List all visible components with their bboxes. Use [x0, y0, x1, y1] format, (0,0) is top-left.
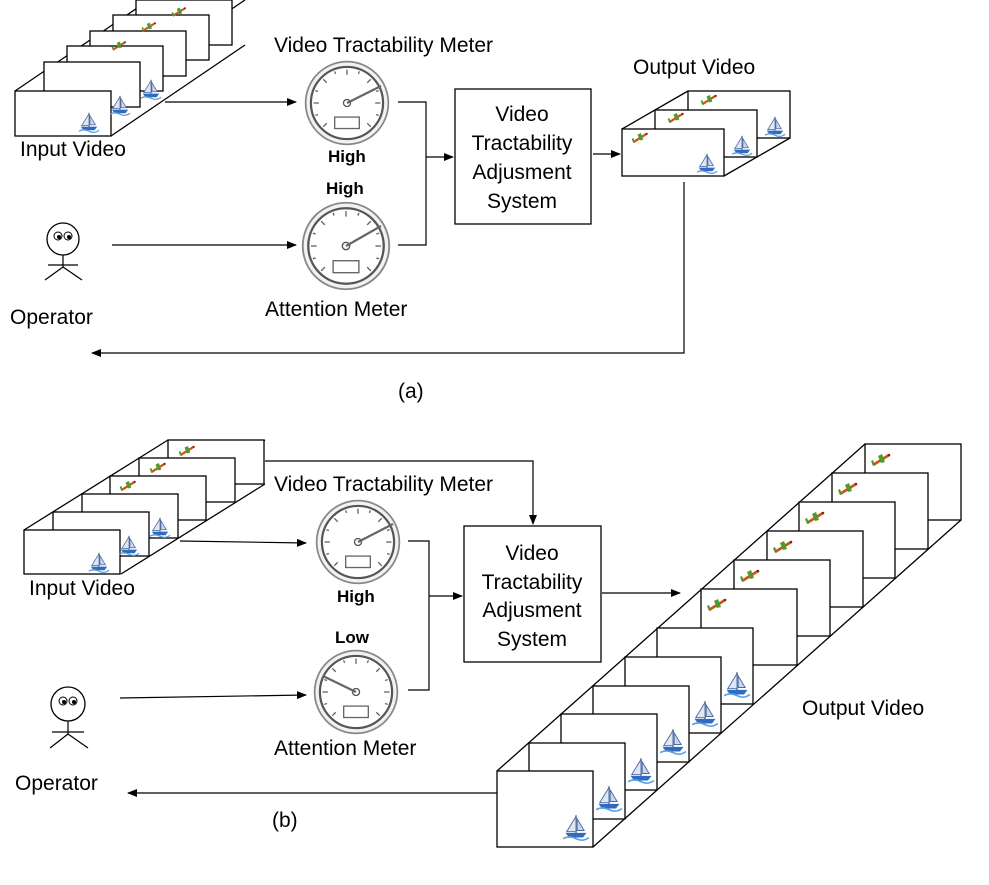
system-line-2: Tractability: [472, 132, 573, 155]
system-line-3: Adjusment: [472, 161, 571, 184]
adjustment-system-box: [463, 525, 602, 663]
input-video-stack: [14, 0, 246, 137]
input-video-label: Input Video: [20, 138, 126, 161]
system-line-4: System: [487, 190, 557, 213]
output-video-label: Output Video: [633, 56, 755, 79]
panel-a: Input Video Video Tractability Meter Hig…: [10, 0, 791, 403]
system-line-1: Video: [495, 103, 548, 126]
tractability-level: High: [328, 147, 366, 166]
tractability-meter-label: Video Tractability Meter: [274, 473, 493, 496]
attention-level: High: [326, 179, 364, 198]
operator-icon: [49, 686, 89, 749]
caption-a: (a): [398, 380, 424, 403]
operator-label: Operator: [10, 306, 93, 329]
system-line-1: Video: [505, 542, 558, 565]
operator-label: Operator: [15, 772, 98, 795]
attention-needle: [345, 225, 382, 247]
tractability-needle: [346, 85, 382, 104]
system-line-4: System: [497, 628, 567, 651]
output-video-label: Output Video: [802, 697, 924, 720]
caption-b: (b): [272, 809, 298, 832]
adjustment-system-box: [454, 88, 592, 225]
panel-b: Input Video Video Tractability Meter Hig…: [15, 439, 962, 848]
input-video-label: Input Video: [29, 577, 135, 600]
attention-meter-label: Attention Meter: [265, 298, 407, 321]
panel-a-connectors: [91, 98, 685, 357]
attention-level: Low: [335, 628, 370, 647]
tractability-needle: [357, 523, 394, 543]
output-video-stack: [621, 90, 791, 177]
system-line-2: Tractability: [482, 571, 583, 594]
panel-b-connectors: [119, 460, 681, 797]
system-line-3: Adjusment: [482, 599, 581, 622]
output-video-stack: [496, 443, 962, 848]
tractability-meter-label: Video Tractability Meter: [274, 34, 493, 57]
attention-needle: [322, 675, 357, 693]
input-video-stack: [23, 439, 266, 575]
operator-icon: [44, 222, 83, 281]
tractability-level: High: [337, 587, 375, 606]
attention-meter-label: Attention Meter: [274, 737, 416, 760]
